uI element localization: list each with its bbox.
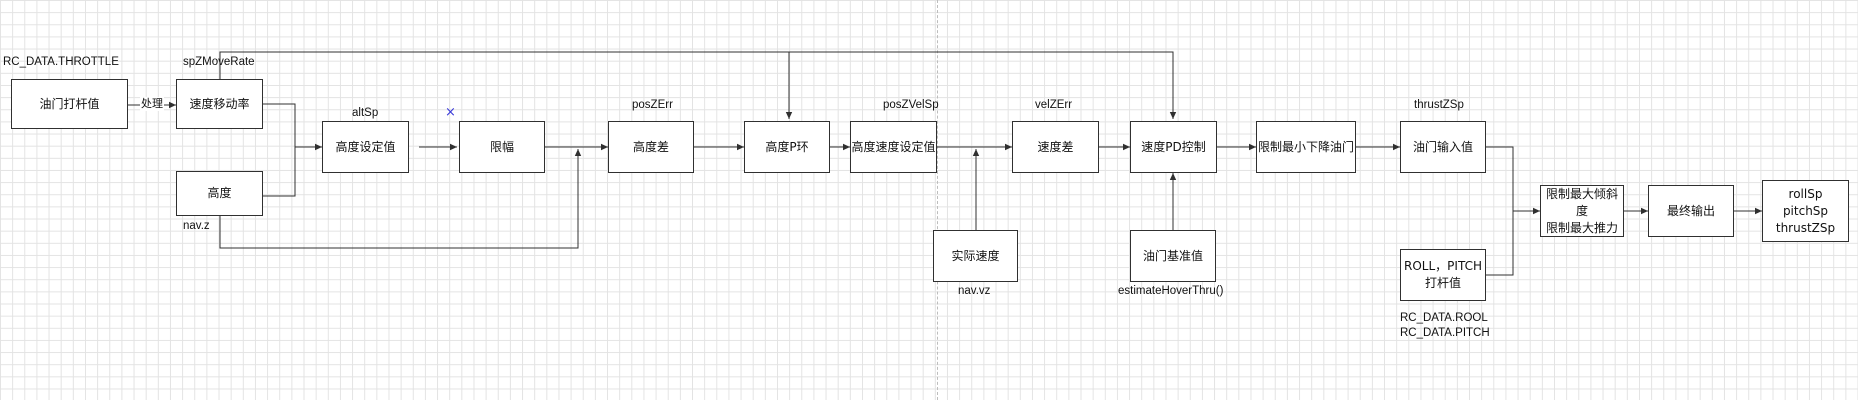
block-height-p-loop: 高度P环 <box>744 121 830 173</box>
label-estimate-hover-thru: estimateHoverThru() <box>1118 285 1224 297</box>
block-final-output: 最终输出 <box>1648 185 1734 237</box>
block-speed-move-rate: 速度移动率 <box>176 79 263 129</box>
wire-top-bus <box>219 51 1177 119</box>
block-roll-pitch-stick: ROLL，PITCH 打杆值 <box>1400 249 1486 301</box>
block-limit-tilt-thrust: 限制最大倾斜度 限制最大推力 <box>1540 185 1624 237</box>
label-rc-throttle: RC_DATA.THROTTLE <box>3 56 119 68</box>
block-alt-setpoint: 高度设定值 <box>322 121 409 173</box>
label-thrust-z-sp: thrustZSp <box>1414 99 1464 111</box>
cross-marker: × <box>445 105 456 120</box>
block-height-speed-setpoint: 高度速度设定值 <box>850 121 937 173</box>
block-speed-pd-control: 速度PD控制 <box>1130 121 1217 173</box>
label-vel-z-err: velZErr <box>1035 99 1073 111</box>
label-nav-vz: nav.vz <box>958 285 991 297</box>
label-sp-z-move-rate: spZMoveRate <box>183 56 255 68</box>
wire-rollpitch-to-merge <box>1486 211 1514 276</box>
label-process: 处理 <box>140 97 164 111</box>
wire-height-to-alt <box>263 147 296 197</box>
label-rc-rool: RC_DATA.ROOL <box>1400 312 1488 324</box>
block-limit: 限幅 <box>459 121 545 173</box>
page-divider <box>937 0 938 400</box>
label-alt-sp: altSp <box>352 107 379 119</box>
block-throttle-value: 油门打杆值 <box>11 79 128 129</box>
label-rc-pitch: RC_DATA.PITCH <box>1400 327 1490 339</box>
block-speed-diff: 速度差 <box>1012 121 1099 173</box>
label-pos-z-vel-sp: posZVelSp <box>883 99 939 111</box>
wire-rate-to-alt <box>263 103 322 151</box>
block-height: 高度 <box>176 171 263 216</box>
block-throttle-baseline: 油门基准值 <box>1130 230 1216 282</box>
block-height-diff: 高度差 <box>608 121 694 173</box>
block-actual-speed: 实际速度 <box>933 230 1018 282</box>
block-outputs: rollSp pitchSp thrustZSp <box>1762 180 1849 242</box>
wire-navz-feedback <box>219 149 582 249</box>
block-throttle-input: 油门输入值 <box>1400 121 1486 173</box>
label-nav-z: nav.z <box>183 220 210 232</box>
wire-input-to-merge <box>1486 146 1540 215</box>
block-limit-min-descent-throttle: 限制最小下降油门 <box>1256 121 1356 173</box>
label-pos-z-err: posZErr <box>632 99 673 111</box>
